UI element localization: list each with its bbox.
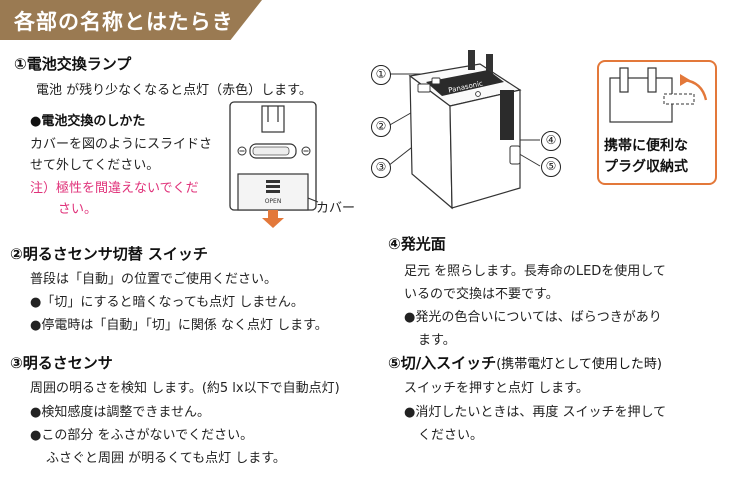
battery-change-line-2: せて外してください。 [30, 158, 160, 173]
light-surface-line-2: いるので交換は不要です。 [404, 287, 559, 302]
plug-slot [261, 105, 285, 133]
light-sensor [475, 91, 481, 97]
sensor-switch-line-1: 普段は「自動」の位置でご使用ください。 [30, 272, 278, 287]
callout-2: ② [371, 117, 391, 137]
light-surface-line-3: ●発光の色合いについては、ばらつきがあり [404, 310, 662, 325]
device-illustration: Panasonic [387, 50, 541, 210]
light-sensor-line-3: ●この部分 をふさがないでください。 [30, 428, 254, 443]
on-off-switch [509, 145, 521, 165]
polarity-warning-1: 注）極性を間違えないでくだ [30, 181, 199, 196]
battery-lamp-desc: 電池 が残り少なくなると点灯（赤色）します。 [36, 83, 312, 98]
plug-prong-left [468, 50, 475, 70]
light-surface-line-1: 足元 を照らします。長寿命のLEDを使用して [404, 264, 666, 279]
heading-light-surface: ④発光面 [388, 235, 446, 253]
plug-storage-illustration [609, 67, 708, 123]
cover-label: カバー [316, 201, 356, 216]
light-surface-line-4: ます。 [418, 333, 456, 348]
battery-change-subheading: ●電池交換のしかた [30, 114, 146, 129]
battery-cover-illustration: OPEN [229, 101, 319, 228]
on-off-line-2: ●消灯したいときは、再度 スイッチを押して [404, 405, 667, 420]
heading-battery-lamp: ①電池交換ランプ [14, 55, 132, 73]
heading-light-sensor: ③明るさセンサ [10, 354, 113, 372]
slide-arrow-shaft [268, 210, 278, 218]
open-label: OPEN [265, 198, 282, 205]
light-sensor-line-1: 周囲の明るさを検知 します。(約5 lx以下で自動点灯) [30, 381, 340, 396]
callout-3: ③ [371, 158, 391, 178]
battery-change-line-1: カバーを図のようにスライドさ [30, 137, 213, 152]
on-off-line-3: ください。 [418, 428, 484, 443]
heading-on-off-switch: ⑤切/入スイッチ(携帯電灯として使用した時) [388, 352, 662, 373]
slide-down-arrow-icon [262, 218, 284, 228]
banner-title: 各部の名称とはたらき [14, 10, 234, 34]
polarity-warning-2: さい。 [58, 202, 98, 217]
light-sensor-line-4: ふさぐと周囲 が明るくても点灯 します。 [46, 451, 286, 466]
sensor-switch-line-2: ●「切」にすると暗くなっても点灯 しません。 [30, 295, 304, 310]
on-off-heading-note: (携帯電灯として使用した時) [496, 357, 662, 372]
callout-4: ④ [541, 131, 561, 151]
plug-prong-right [486, 54, 493, 74]
callout-1: ① [371, 65, 391, 85]
sensor-switch [431, 77, 441, 85]
sensor-switch-line-3: ●停電時は「自動」「切」に関係 なく点灯 します。 [30, 318, 328, 333]
battery-lamp [417, 83, 431, 93]
on-off-line-1: スイッチを押すと点灯 します。 [404, 381, 589, 396]
light-sensor-line-2: ●検知感度は調整できません。 [30, 405, 210, 420]
feature-text-2: プラグ収納式 [604, 159, 688, 175]
on-off-heading-main: ⑤切/入スイッチ [388, 354, 497, 372]
callout-5: ⑤ [541, 157, 561, 177]
heading-sensor-switch: ②明るさセンサ切替 スイッチ [10, 245, 208, 263]
section-banner [0, 0, 262, 40]
feature-text-1: 携帯に便利な [604, 138, 688, 154]
